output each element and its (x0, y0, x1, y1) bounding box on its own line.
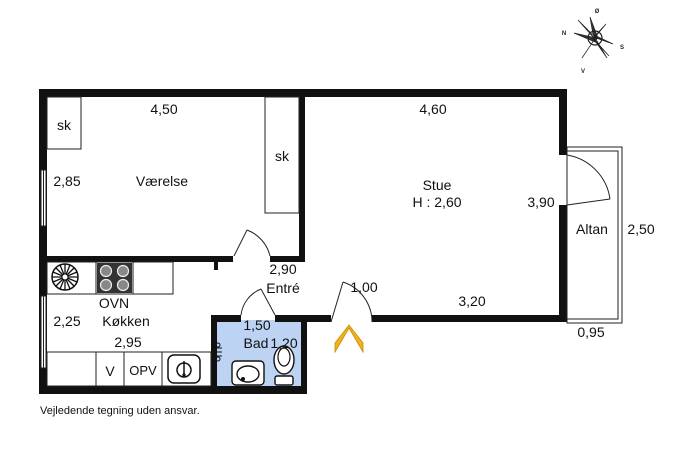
radiator-icon (214, 342, 222, 362)
compass-icon: Ø N S V (562, 9, 624, 75)
vaerelse-width: 4,50 (150, 101, 177, 117)
oven-label: OVN (99, 295, 129, 311)
altan-depth: 0,95 (577, 324, 604, 340)
stue-width-lower: 3,20 (458, 293, 485, 309)
entrance-arrow-icon (334, 324, 364, 354)
disclaimer-text: Vejledende tegning uden ansvar. (40, 405, 200, 417)
altan-name: Altan (576, 221, 608, 237)
koekken-depth: 2,25 (53, 313, 80, 329)
compass-south: S (620, 45, 624, 51)
compass-west: V (581, 69, 585, 75)
vaerelse-name: Værelse (136, 173, 188, 189)
stue-name: Stue (423, 177, 452, 193)
doors (233, 229, 373, 323)
entre-name: Entré (266, 280, 300, 296)
bad-name: Bad (244, 335, 269, 351)
bad-width: 1,50 (243, 317, 270, 333)
altan-length: 2,50 (627, 221, 654, 237)
closet-label-hall: sk (275, 148, 290, 164)
stue-depth: 3,90 (527, 194, 554, 210)
windows (40, 169, 47, 369)
koekken-name: Køkken (102, 313, 149, 329)
entre-width: 1,00 (350, 279, 377, 295)
stue-height: H : 2,60 (412, 194, 461, 210)
stove-icon (97, 263, 132, 293)
koekken-width: 2,95 (114, 334, 141, 350)
stue-width: 4,60 (419, 101, 446, 117)
vaerelse-depth: 2,85 (53, 173, 80, 189)
compass-north: N (562, 31, 566, 37)
washer-label: V (105, 363, 115, 379)
bad-depth: 1,20 (270, 335, 297, 351)
toilet-icon (273, 345, 295, 386)
balcony (566, 146, 623, 324)
closet-hall (264, 96, 300, 214)
entre-length: 2,90 (269, 261, 296, 277)
exhaust-fan-icon (51, 263, 79, 291)
walls (39, 89, 567, 394)
dishwasher-label: OPV (129, 363, 157, 378)
kitchen-counters (46, 261, 212, 387)
compass-east: Ø (595, 9, 600, 15)
closet-label-vaerelse: sk (57, 117, 72, 133)
bathroom-sink-icon (231, 360, 265, 386)
closet-vaerelse (46, 96, 82, 150)
kitchen-sink-icon (167, 354, 201, 384)
